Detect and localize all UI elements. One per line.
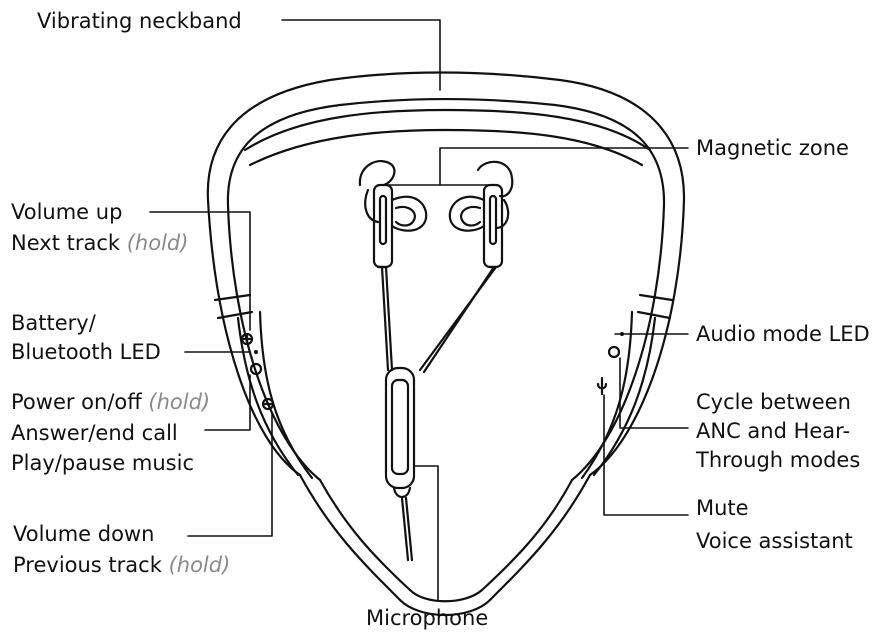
label-volume-up: Volume up xyxy=(11,200,123,224)
label-cycle-line2: ANC and Hear- xyxy=(696,419,851,443)
label-hold-power: (hold) xyxy=(148,390,211,414)
label-magnetic-zone: Magnetic zone xyxy=(696,136,849,160)
neckband xyxy=(206,71,686,616)
left-controls xyxy=(240,332,275,411)
label-bluetooth-led: Bluetooth LED xyxy=(11,340,161,364)
label-cycle-line1: Cycle between xyxy=(696,390,851,414)
label-previous-track: Previous track xyxy=(13,553,162,577)
label-microphone: Microphone xyxy=(366,606,489,630)
left-earbud xyxy=(358,159,428,372)
battery-led-dot xyxy=(254,350,258,354)
audio-mode-led-dot xyxy=(620,332,624,336)
label-battery: Battery/ xyxy=(11,311,96,335)
label-cycle-line3: Through modes xyxy=(696,448,861,472)
label-next-track: Next track xyxy=(11,231,121,255)
label-volume-down: Volume down xyxy=(13,522,155,546)
label-mute: Mute xyxy=(696,496,749,520)
label-vibrating-neckband: Vibrating neckband xyxy=(37,9,242,33)
label-next-track-row: Next track (hold) xyxy=(11,231,188,255)
inline-microphone xyxy=(384,366,416,562)
label-power-row: Power on/off (hold) xyxy=(11,390,210,414)
label-hold-previous: (hold) xyxy=(168,553,231,577)
right-controls xyxy=(596,345,621,396)
label-previous-track-row: Previous track (hold) xyxy=(13,553,230,577)
label-voice-assistant: Voice assistant xyxy=(696,529,853,553)
label-play-pause: Play/pause music xyxy=(11,451,195,475)
label-power: Power on/off xyxy=(11,390,142,414)
label-audio-mode-led: Audio mode LED xyxy=(696,322,870,346)
callout-lines xyxy=(149,19,689,601)
label-answer-call: Answer/end call xyxy=(11,421,178,445)
label-hold-next: (hold) xyxy=(126,231,189,255)
right-earbud xyxy=(418,160,514,374)
